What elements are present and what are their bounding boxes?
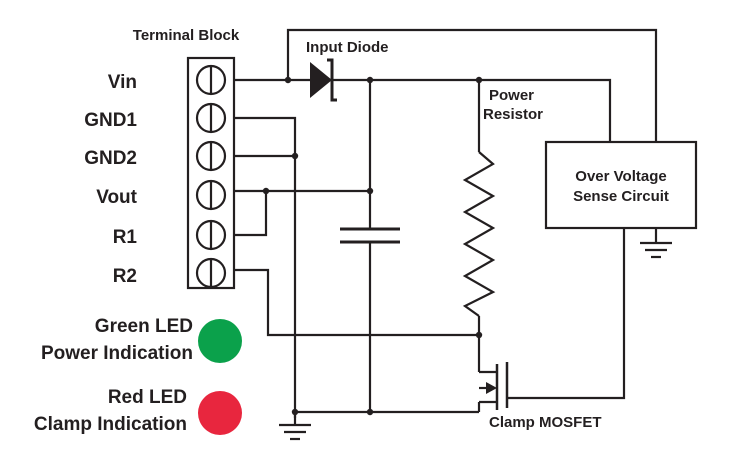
wiring: [234, 28, 658, 424]
screw-terminal-vin: [195, 64, 227, 96]
junction-dots: [262, 76, 483, 416]
power-resistor-symbol: [462, 151, 496, 317]
pin-label-vout: Vout: [96, 187, 137, 208]
red-led-indicator: [198, 391, 242, 435]
ground-symbol-sense: [640, 241, 672, 259]
red-led-label-line2: Clamp Indication: [34, 414, 187, 435]
red-led-label-line1: Red LED: [108, 387, 187, 408]
green-led-indicator: [198, 319, 242, 363]
ground-symbol-main: [279, 423, 311, 441]
terminal-block-title: Terminal Block: [133, 27, 240, 44]
pin-label-r1: R1: [113, 227, 138, 248]
screw-terminal-r2: [195, 257, 227, 289]
clamp-mosfet-symbol: [479, 362, 509, 410]
green-led-label-line1: Green LED: [95, 316, 193, 337]
ovs-label-line2: Sense Circuit: [573, 188, 669, 205]
screw-terminal-gnd2: [195, 140, 227, 172]
screw-terminal-r1: [195, 219, 227, 251]
input-diode-symbol: [310, 58, 337, 102]
screw-terminal-gnd1: [195, 102, 227, 134]
pin-label-vin: Vin: [108, 72, 137, 93]
screw-terminal-vout: [195, 179, 227, 211]
clamp-mosfet-label: Clamp MOSFET: [489, 414, 602, 431]
power-resistor-label-line1: Power: [489, 87, 534, 104]
ovs-label-line1: Over Voltage: [575, 168, 666, 185]
capacitor-symbol: [340, 227, 400, 244]
pin-label-gnd2: GND2: [84, 148, 137, 169]
pin-label-r2: R2: [113, 266, 137, 287]
over-voltage-sense-circuit: [544, 140, 698, 230]
input-diode-label: Input Diode: [306, 39, 389, 56]
power-resistor-label-line2: Resistor: [483, 106, 543, 123]
green-led-label-line2: Power Indication: [41, 343, 193, 364]
pin-label-gnd1: GND1: [84, 110, 137, 131]
